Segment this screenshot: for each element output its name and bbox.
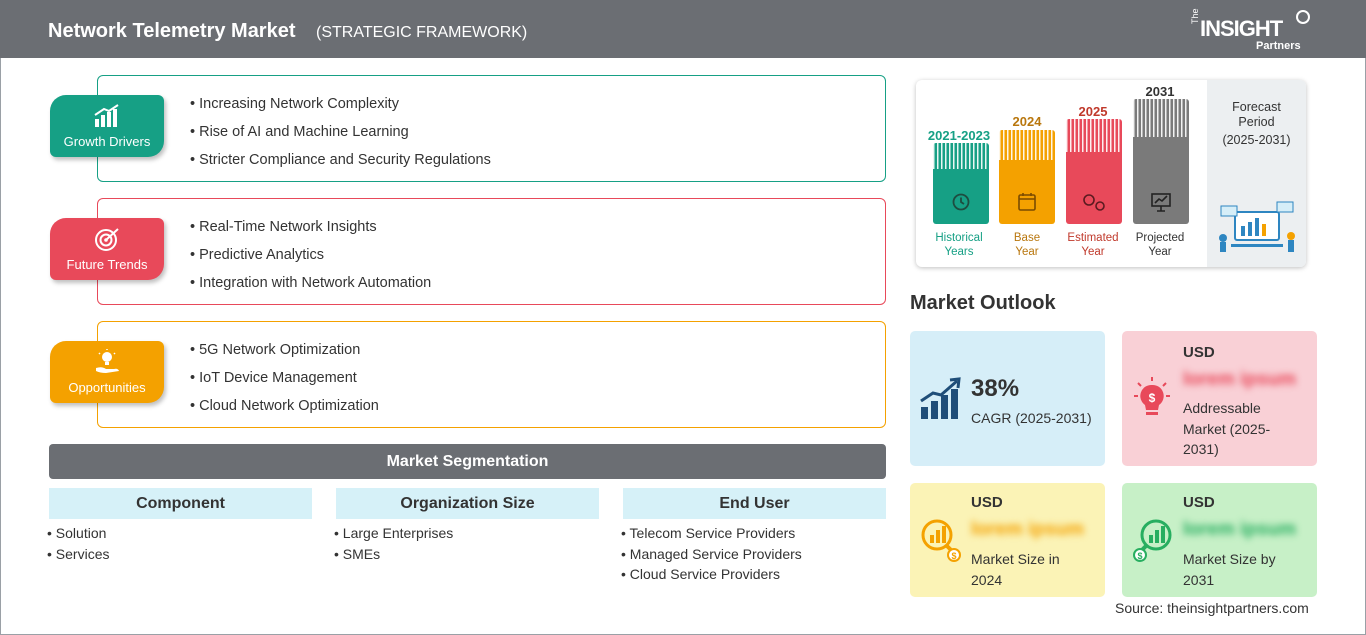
list-item: • Cloud Service Providers [621,566,780,582]
growth-drivers-card: • Increasing Network Complexity • Rise o… [97,75,886,182]
timeline-bar-historical [933,143,989,224]
list-item: • IoT Device Management [190,370,357,386]
cagr-value: 38% [971,375,1020,402]
svg-text:$: $ [951,551,956,561]
segment-organization-size-list: • Large Enterprises • SMEs [334,525,453,566]
currency-label: USD [1183,344,1215,361]
badge-label: Future Trends [66,257,148,272]
list-item: • Rise of AI and Machine Learning [190,124,409,140]
list-item: • Telecom Service Providers [621,525,796,541]
list-item: • Increasing Network Complexity [190,96,399,112]
target-icon [95,228,119,251]
list-item: • 5G Network Optimization [190,342,361,358]
future-trends-card: • Real-Time Network Insights • Predictiv… [97,198,886,305]
list-item: • Large Enterprises [334,525,454,541]
list-item: • Services [47,545,110,562]
forecast-period-panel: Forecast Period (2025-2031) [1207,80,1306,267]
blurred-value: lorem ipsum [1183,369,1296,390]
gears-icon [1083,194,1105,211]
dollar-bulb-icon: $ [1134,377,1170,415]
timeline-bar-base [999,130,1055,224]
list-item: • Predictive Analytics [190,247,325,263]
list-item: • SMEs [334,545,381,562]
year-label: 2024 [1012,114,1042,129]
year-label: 2025 [1078,104,1108,119]
opportunities-list: • 5G Network Optimization • IoT Device M… [190,342,379,426]
history-icon [952,193,970,211]
year-label: 2031 [1145,84,1175,99]
list-item: • Stricter Compliance and Security Regul… [190,152,491,168]
analytics-illustration-icon [1219,201,1295,252]
blurred-value: lorem ipsum [1183,519,1296,540]
market-outlook-title: Market Outlook [910,292,1056,314]
growth-drivers-badge: Growth Drivers [50,95,164,157]
badge-label: Opportunities [68,380,146,395]
opportunities-badge: Opportunities [50,341,164,403]
segment-component-header: Component [49,488,312,519]
magnifier-chart-icon: $ [921,519,961,562]
idea-hand-icon [96,349,119,373]
list-item: • Managed Service Providers [621,545,802,562]
magnifier-chart-icon: $ [1133,519,1172,562]
list-item: • Integration with Network Automation [190,275,432,291]
market-segmentation-bar: Market Segmentation [49,444,886,479]
list-item: • Real-Time Network Insights [190,219,377,235]
page-title: Network Telemetry Market [48,20,296,42]
currency-label: USD [971,494,1003,511]
segment-component-list: • Solution • Services [47,525,109,566]
opportunities-card: • 5G Network Optimization • IoT Device M… [97,321,886,428]
calendar-icon [1018,193,1036,211]
list-item: • Solution [47,525,107,541]
svg-text:$: $ [1137,551,1142,561]
future-trends-list: • Real-Time Network Insights • Predictiv… [190,219,431,303]
cagr-label: CAGR (2025-2031) [971,410,1092,426]
segment-organization-size-header: Organization Size [336,488,599,519]
page-subtitle: (STRATEGIC FRAMEWORK) [316,24,528,41]
timeline-bar-projected [1133,99,1189,224]
insight-partners-logo: The INSIGHT Partners [1190,8,1320,54]
list-item: • Cloud Network Optimization [190,398,379,414]
source-text: Source: theinsightpartners.com [1115,600,1309,616]
timeline-bar-estimated [1066,119,1122,224]
future-trends-badge: Future Trends [50,218,164,280]
badge-label: Growth Drivers [63,134,151,149]
growth-chart-icon [94,104,119,127]
growth-chart-icon [920,377,961,419]
cagr-box: 38% CAGR (2025-2031) [910,331,1105,466]
svg-text:$: $ [1149,391,1156,405]
header: Network Telemetry Market (STRATEGIC FRAM… [0,0,1366,58]
year-label: 2021-2023 [927,128,991,143]
growth-drivers-list: • Increasing Network Complexity • Rise o… [190,96,491,180]
segment-end-user-list: • Telecom Service Providers • Managed Se… [621,525,802,587]
currency-label: USD [1183,494,1215,511]
blurred-value: lorem ipsum [971,519,1084,540]
presentation-icon [1151,193,1171,212]
segment-end-user-header: End User [623,488,886,519]
